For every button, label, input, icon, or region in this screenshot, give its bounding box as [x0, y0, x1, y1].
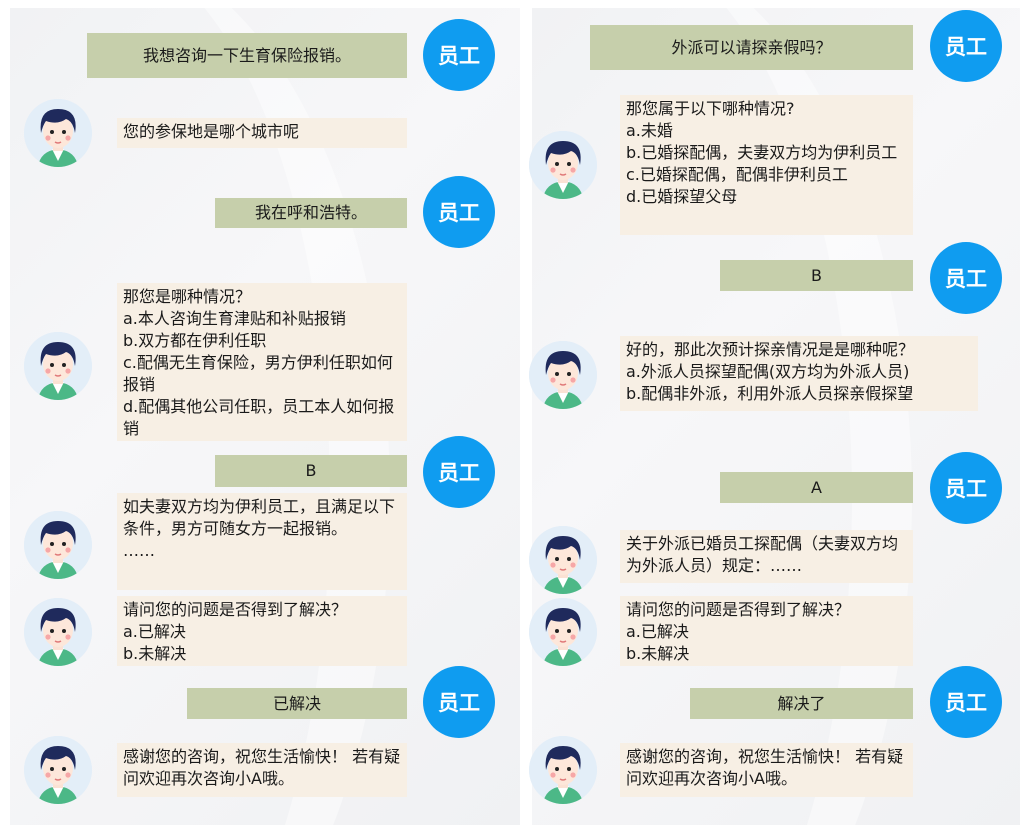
employee-avatar-badge: 员工: [930, 666, 1002, 738]
employee-avatar-badge: 员工: [930, 452, 1002, 524]
bot-message: 请问您的问题是否得到了解决？ a.已解决 b.未解决: [117, 596, 407, 666]
bot-avatar-icon: [529, 341, 597, 409]
bot-message: 感谢您的咨询，祝您生活愉快！ 若有疑问欢迎再次咨询小A哦。: [117, 743, 407, 797]
user-message: 我想咨询一下生育保险报销。: [87, 33, 407, 78]
user-message: 我在呼和浩特。: [215, 198, 407, 228]
bot-avatar-icon: [24, 99, 92, 167]
bot-message: 那您是哪种情况？ a.本人咨询生育津贴和补贴报销 b.双方都在伊利任职 c.配偶…: [117, 283, 407, 441]
user-message: 外派可以请探亲假吗？: [590, 25, 913, 70]
user-message: B: [720, 260, 913, 291]
employee-avatar-badge: 员工: [930, 242, 1002, 314]
bot-avatar-icon: [529, 598, 597, 666]
employee-avatar-badge: 员工: [423, 666, 495, 738]
user-message: A: [720, 472, 913, 503]
user-message: 已解决: [187, 688, 407, 719]
bot-avatar-icon: [529, 736, 597, 804]
bot-avatar-icon: [24, 511, 92, 579]
bot-message: 那您属于以下哪种情况? a.未婚 b.已婚探配偶，夫妻双方均为伊利员工 c.已婚…: [620, 95, 913, 235]
bot-message: 您的参保地是哪个城市呢: [117, 118, 407, 148]
bot-avatar-icon: [529, 526, 597, 594]
bot-avatar-icon: [24, 736, 92, 804]
bot-avatar-icon: [529, 131, 597, 199]
employee-avatar-badge: 员工: [423, 436, 495, 508]
bot-avatar-icon: [24, 332, 92, 400]
bot-message: 请问您的问题是否得到了解决？ a.已解决 b.未解决: [620, 596, 913, 666]
bot-message: 如夫妻双方均为伊利员工，且满足以下条件，男方可随女方一起报销。 ……: [117, 493, 407, 590]
user-message: 解决了: [690, 688, 913, 719]
bot-message: 关于外派已婚员工探配偶（夫妻双方均为外派人员）规定：……: [620, 530, 913, 583]
employee-avatar-badge: 员工: [423, 176, 495, 248]
employee-avatar-badge: 员工: [930, 10, 1002, 82]
bot-message: 感谢您的咨询，祝您生活愉快！ 若有疑问欢迎再次咨询小A哦。: [620, 743, 913, 797]
bot-avatar-icon: [24, 598, 92, 666]
bot-message: 好的，那此次预计探亲情况是是哪种呢？ a.外派人员探望配偶(双方均为外派人员) …: [620, 336, 978, 411]
user-message: B: [215, 455, 407, 487]
employee-avatar-badge: 员工: [423, 19, 495, 91]
